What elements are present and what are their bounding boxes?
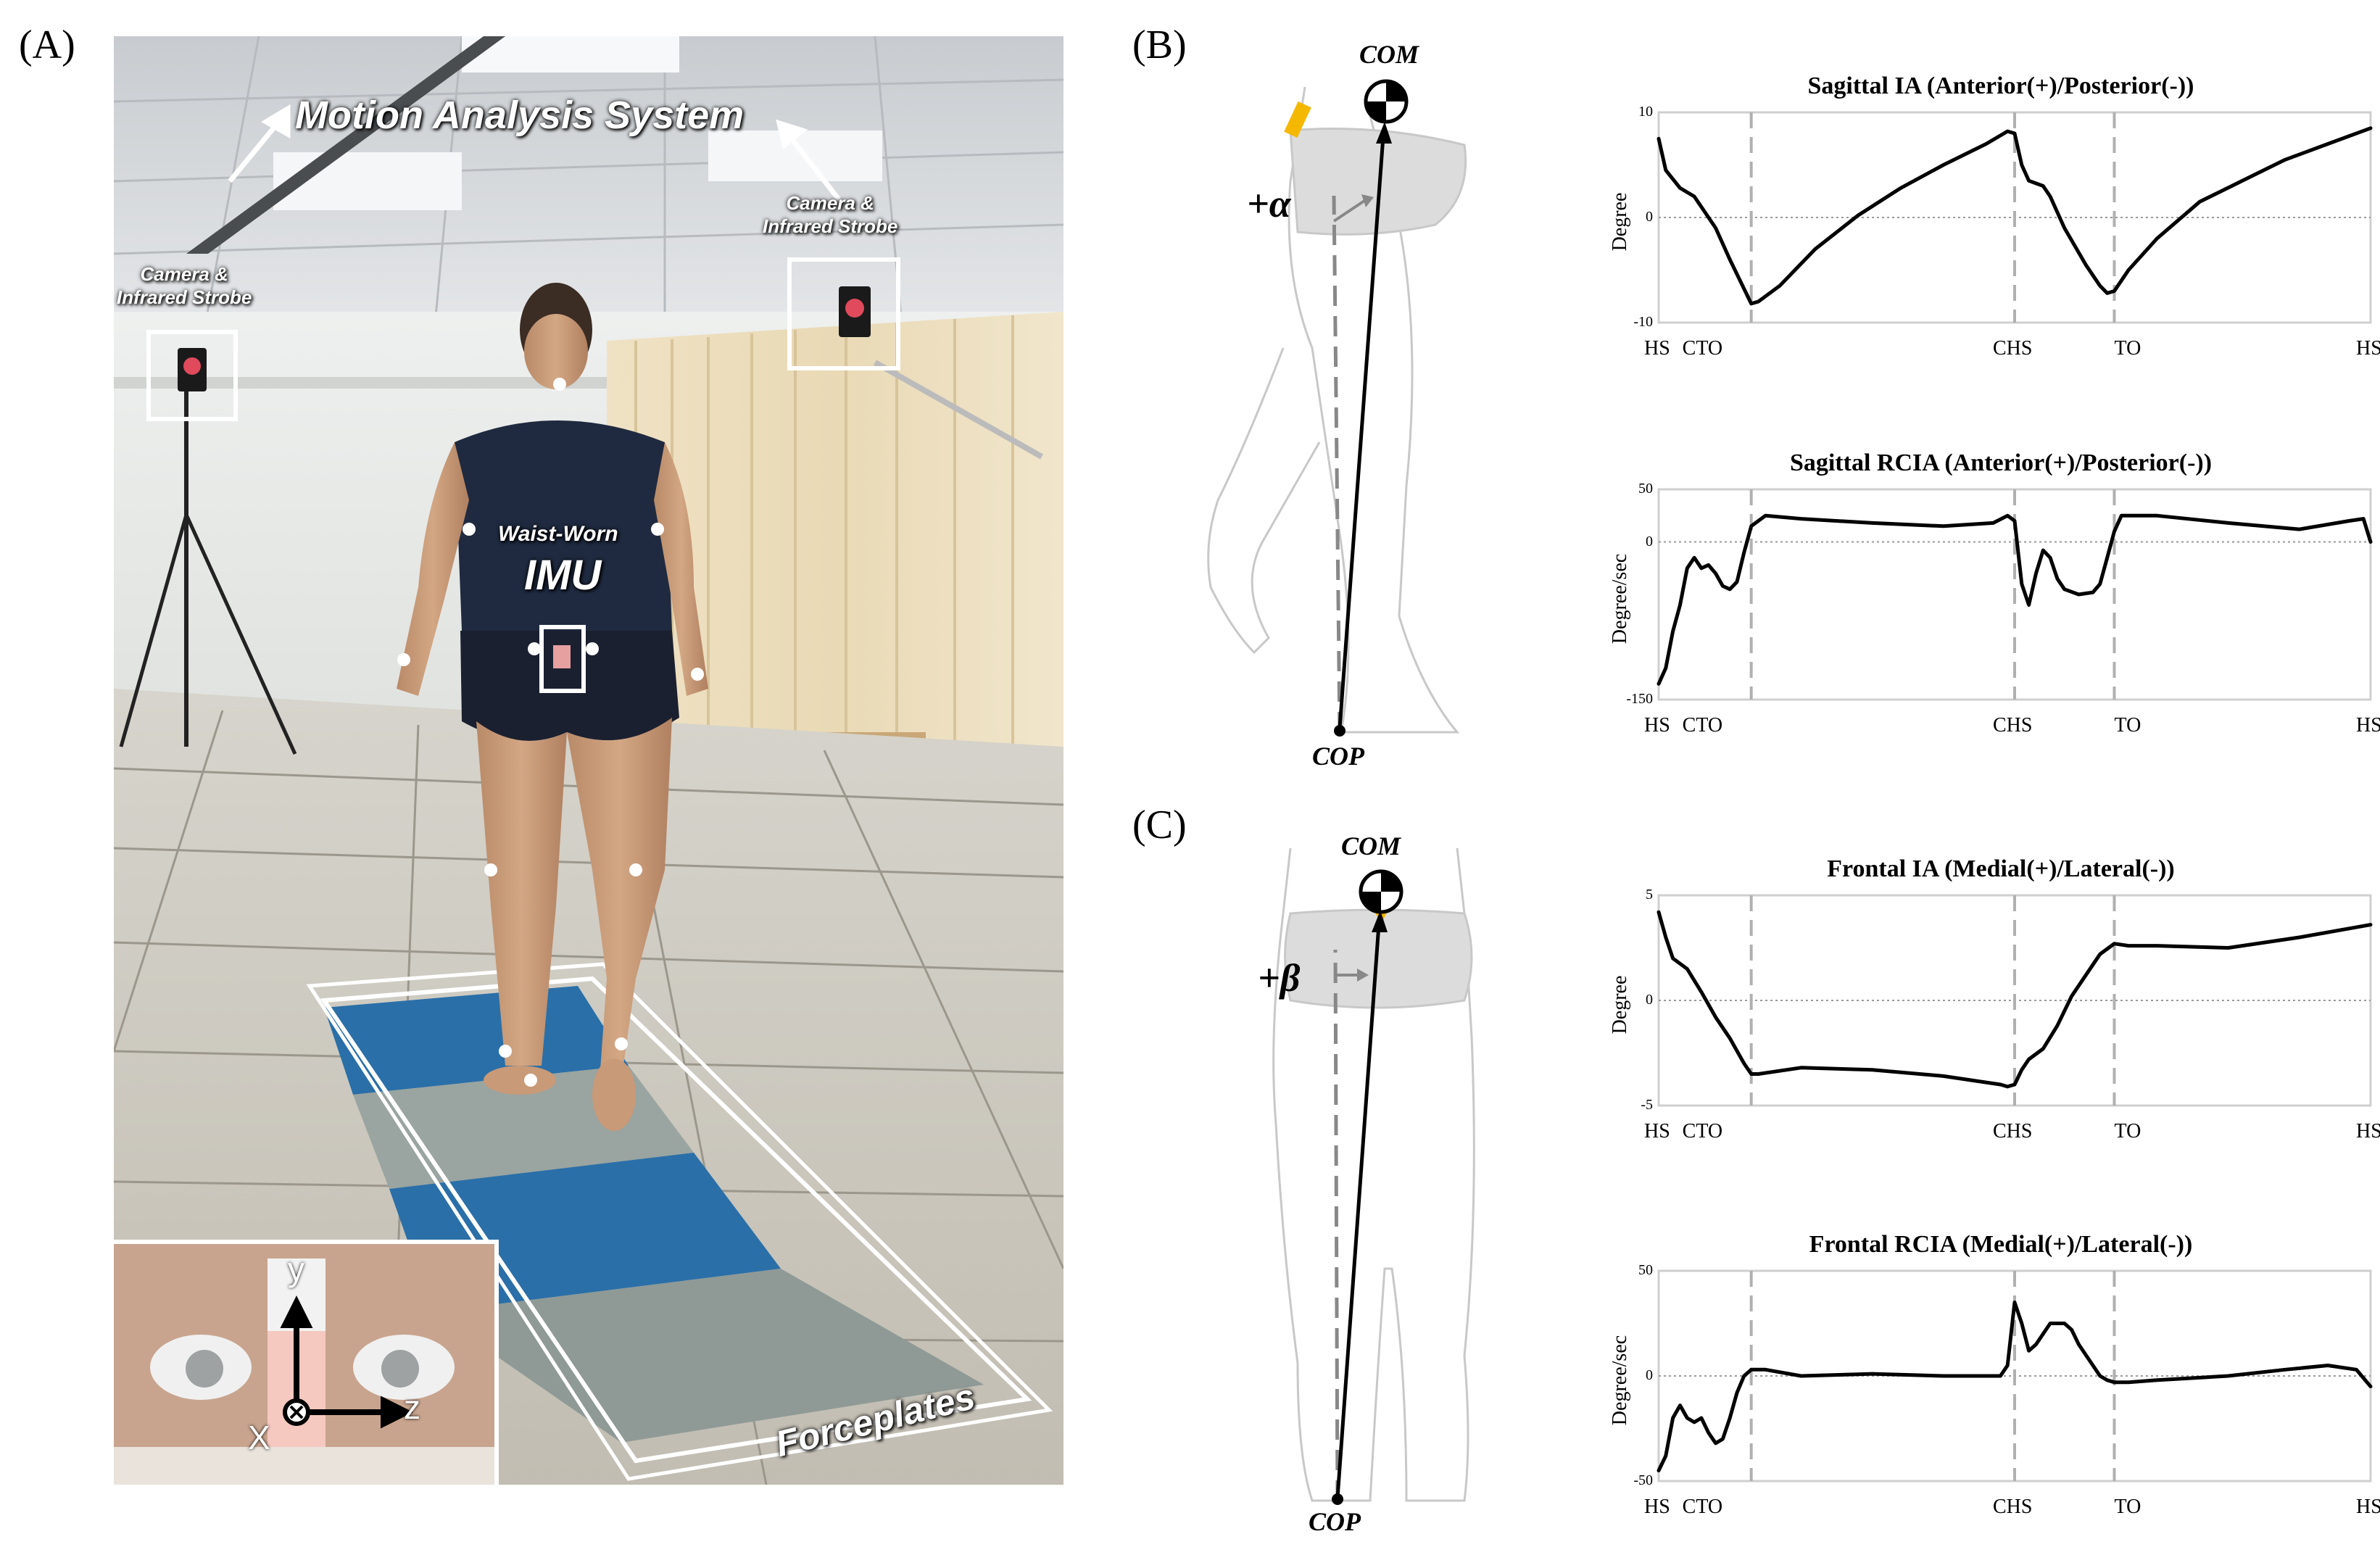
- event-label-hs: HS: [1644, 337, 1670, 360]
- event-label-to: TO: [2114, 714, 2141, 737]
- panel-label-c: (C): [1132, 803, 1187, 847]
- chart-sagittal-rcia: Sagittal RCIA (Anterior(+)/Posterior(-))…: [1566, 449, 2380, 754]
- event-label-cto: CTO: [1682, 1120, 1723, 1143]
- imu-axes-drawing: [114, 1244, 494, 1485]
- event-label-to: TO: [2114, 337, 2141, 360]
- event-label-hs-end: HS: [2356, 714, 2380, 737]
- frontal-com-label: COM: [1341, 832, 1401, 861]
- sagittal-com-label: COM: [1359, 40, 1419, 69]
- camera-right-line1: Camera &: [786, 192, 874, 214]
- imu-axes-inset: y z X: [114, 1240, 499, 1485]
- event-label-hs-end: HS: [2356, 1120, 2380, 1143]
- event-label-cto: CTO: [1682, 714, 1723, 737]
- sagittal-cop-label: COP: [1312, 742, 1364, 771]
- ytick-top: 10: [1638, 104, 1653, 120]
- event-label-hs: HS: [1644, 1496, 1670, 1518]
- ytick-top: 5: [1646, 887, 1653, 903]
- panel-label-a: (A): [19, 22, 75, 67]
- panel-label-b: (B): [1132, 22, 1187, 67]
- camera-left-label: Camera & Infrared Strobe: [117, 262, 252, 309]
- event-label-chs: CHS: [1993, 337, 2033, 360]
- series-line: [1657, 126, 2373, 306]
- camera-right-line2: Infrared Strobe: [763, 215, 898, 237]
- axis-z-label: z: [404, 1388, 420, 1426]
- camera-left-line1: Camera &: [140, 263, 228, 285]
- imu-label-line2: IMU: [524, 552, 602, 599]
- sagittal-body-outline: [1207, 79, 1467, 737]
- event-label-cto: CTO: [1682, 337, 1723, 360]
- series-line: [1657, 910, 2373, 1089]
- chart-title: Sagittal RCIA (Anterior(+)/Posterior(-)): [1789, 449, 2213, 476]
- plot-area: [1657, 111, 2373, 324]
- frontal-cop-label: COP: [1309, 1507, 1361, 1536]
- ytick-bottom: -10: [1633, 314, 1653, 330]
- ytick-bottom: -5: [1641, 1097, 1653, 1113]
- axis-x-label: X: [248, 1419, 270, 1456]
- plot-area: [1657, 488, 2373, 701]
- chart-frontal-rcia: Frontal RCIA (Medial(+)/Lateral(-)) Degr…: [1566, 1231, 2380, 1535]
- motion-lab-photo: Motion Analysis System Camera & Infrared…: [114, 36, 1063, 1485]
- ytick-mid: 0: [1646, 533, 1653, 550]
- axis-y-label: y: [288, 1251, 304, 1288]
- chart-title: Sagittal IA (Anterior(+)/Posterior(-)): [1807, 72, 2194, 99]
- ytick-mid: 0: [1646, 209, 1653, 225]
- frontal-angle-beta: +β: [1258, 956, 1301, 1000]
- ytick-mid: 0: [1646, 992, 1653, 1008]
- event-label-hs: HS: [1644, 714, 1670, 737]
- plot-area: [1657, 894, 2373, 1107]
- frontal-body-diagram: COM COP +β: [1189, 819, 1493, 1551]
- walking-subject: [397, 283, 708, 1131]
- imu-label-line1: Waist-Worn: [498, 522, 618, 546]
- event-label-cto: CTO: [1682, 1496, 1723, 1518]
- camera-left-line2: Infrared Strobe: [117, 286, 252, 308]
- chart-sagittal-ia: Sagittal IA (Anterior(+)/Posterior(-)) D…: [1566, 72, 2380, 377]
- event-label-hs-end: HS: [2356, 1496, 2380, 1518]
- event-label-chs: CHS: [1993, 1120, 2033, 1143]
- sagittal-angle-alpha: +α: [1247, 182, 1291, 225]
- event-label-chs: CHS: [1993, 714, 2033, 737]
- motion-analysis-system-label: Motion Analysis System: [295, 94, 745, 137]
- ytick-mid: 0: [1646, 1367, 1653, 1383]
- event-label-hs-end: HS: [2356, 337, 2380, 360]
- event-label-hs: HS: [1644, 1120, 1670, 1143]
- ytick-bottom: -150: [1626, 691, 1653, 707]
- ytick-top: 50: [1638, 481, 1653, 497]
- series-line: [1657, 1301, 2373, 1472]
- event-label-to: TO: [2114, 1120, 2141, 1143]
- camera-right-label: Camera & Infrared Strobe: [763, 191, 897, 238]
- event-label-chs: CHS: [1993, 1496, 2033, 1518]
- frontal-body-outline: [1272, 847, 1475, 1505]
- plot-area: [1657, 1269, 2373, 1483]
- chart-title: Frontal RCIA (Medial(+)/Lateral(-)): [1809, 1231, 2193, 1258]
- ytick-top: 50: [1638, 1262, 1653, 1278]
- event-label-to: TO: [2114, 1496, 2141, 1518]
- chart-frontal-ia: Frontal IA (Medial(+)/Lateral(-)) Degree…: [1566, 855, 2380, 1160]
- sagittal-body-diagram: COM COP +α: [1189, 36, 1493, 771]
- series-line: [1657, 513, 2373, 686]
- chart-title: Frontal IA (Medial(+)/Lateral(-)): [1827, 855, 2175, 882]
- ytick-bottom: -50: [1633, 1472, 1653, 1488]
